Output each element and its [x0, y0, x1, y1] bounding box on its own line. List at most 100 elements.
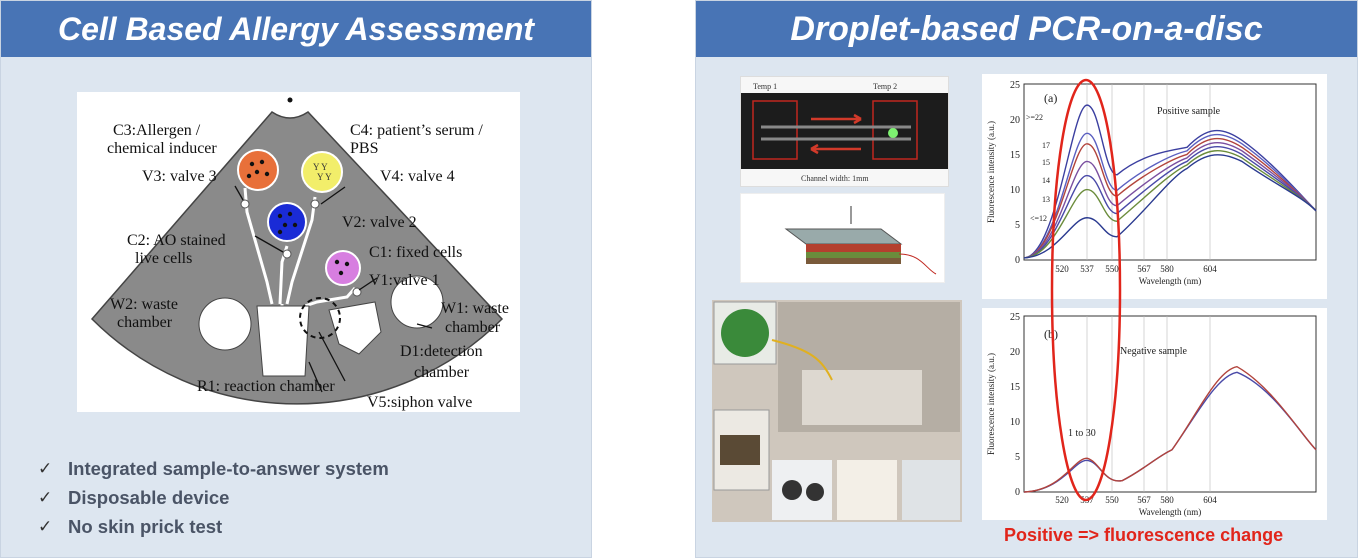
tick-label: 580 [1160, 495, 1174, 505]
reaction-chamber [256, 305, 310, 377]
pcr-slide-title: Droplet-based PCR-on-a-disc [696, 1, 1357, 57]
label-w1: W1: waste [441, 300, 509, 317]
tick-label: 5 [1015, 220, 1020, 231]
pcr-system-photo [712, 300, 962, 522]
cell-dots [246, 159, 350, 276]
y-axis-label: Fluorescence intensity (a.u.) [986, 121, 996, 223]
list-item: ✓ No skin prick test [38, 512, 389, 541]
label-w2: W2: waste [110, 296, 178, 313]
check-icon: ✓ [38, 516, 53, 536]
feature-list: ✓ Integrated sample-to-answer system ✓ Dis… [38, 454, 389, 541]
tick-label: 0 [1015, 255, 1020, 266]
pointer-lines [234, 185, 433, 393]
tick-label: 20 [1010, 115, 1020, 126]
label-v4: V4: valve 4 [380, 168, 455, 185]
label-w1-line2: chamber [445, 319, 501, 336]
label-c4: C4: patient’s serum / [350, 122, 483, 139]
microchannel-photo: Temp 1 Temp 2 Channel width: 1mm [740, 76, 949, 187]
panel-letter: (b) [1044, 327, 1058, 341]
spectrum-curves [1023, 104, 1317, 259]
detection-chamber [328, 301, 382, 355]
fixed-cells-chamber [325, 250, 361, 286]
tick-label: 580 [1160, 264, 1174, 274]
label-d1: D1:detection [400, 343, 483, 360]
tick-label: 15 [1010, 382, 1020, 393]
label-r1: R1: reaction chamber [197, 378, 335, 395]
x-axis-label: Wavelength (nm) [1139, 507, 1202, 517]
negative-sample-plot: 0 5 10 15 20 25 520 537 550 567 580 604 … [982, 308, 1327, 520]
ao-cells-chamber [267, 202, 307, 242]
conclusion-text: Positive => fluorescence change [1004, 525, 1284, 545]
disc-center-mark [287, 97, 293, 103]
plot-a-chart: 0 5 10 15 20 25 520 537 550 567 580 604 … [986, 80, 1317, 286]
list-item: ✓ Disposable device [38, 483, 389, 512]
check-icon: ✓ [38, 487, 53, 507]
svg-text:Y Y: Y Y [317, 172, 332, 182]
tick-label: 25 [1010, 312, 1020, 323]
cycle-range-label: 1 to 30 [1068, 428, 1096, 439]
tick-label: 604 [1203, 264, 1217, 274]
layer-schematic [740, 193, 945, 283]
panel-letter: (a) [1044, 91, 1057, 105]
x-axis-label: Wavelength (nm) [1139, 276, 1202, 286]
cycle-label: 13 [1042, 195, 1050, 204]
tick-label: 20 [1010, 347, 1020, 358]
temp1-label: Temp 1 [753, 82, 777, 91]
plot-annotation: Negative sample [1120, 346, 1187, 357]
tick-label: 10 [1010, 185, 1020, 196]
system-drawing [712, 300, 962, 522]
plot-b-chart: 0 5 10 15 20 25 520 537 550 567 580 604 … [986, 312, 1317, 517]
microchannel-drawing: Temp 1 Temp 2 Channel width: 1mm [741, 82, 948, 183]
label-v2: V2: valve 2 [342, 214, 417, 231]
temp2-label: Temp 2 [873, 82, 897, 91]
label-d1-line2: chamber [414, 364, 470, 381]
tick-label: 537 [1080, 495, 1094, 505]
channel-width-caption: Channel width: 1mm [801, 174, 869, 183]
allergy-slide-title: Cell Based Allergy Assessment [1, 1, 591, 57]
label-v3: V3: valve 3 [142, 168, 217, 185]
label-c1: C1: fixed cells [369, 244, 463, 261]
waste-chamber-right [390, 275, 444, 329]
svg-text:Y Y: Y Y [313, 162, 328, 172]
plot-annotation: Positive sample [1157, 106, 1221, 117]
tick-label: 520 [1055, 264, 1069, 274]
tick-label: 537 [1080, 264, 1094, 274]
serum-chamber [301, 151, 343, 193]
label-w2-line2: chamber [117, 314, 173, 331]
tick-label: 0 [1015, 487, 1020, 498]
label-v1: V1:valve 1 [369, 272, 440, 289]
spectrum-line [1023, 145, 1317, 259]
tick-label: 567 [1137, 264, 1151, 274]
cycle-label: >=22 [1026, 113, 1043, 122]
label-v5: V5:siphon valve [367, 394, 473, 411]
cycle-label: <=12 [1030, 214, 1047, 223]
tick-label: 5 [1015, 452, 1020, 463]
allergen-chamber [237, 149, 279, 191]
bullet-text: Disposable device [68, 486, 230, 508]
list-item: ✓ Integrated sample-to-answer system [38, 454, 389, 483]
siphon-valve-highlight [299, 297, 341, 339]
tick-label: 567 [1137, 495, 1151, 505]
serum-glyphs: Y YY Y [313, 162, 332, 182]
tick-label: 10 [1010, 417, 1020, 428]
label-c2: C2: AO stained [127, 232, 226, 249]
y-axis-label: Fluorescence intensity (a.u.) [986, 353, 996, 455]
waste-chamber-left [198, 297, 252, 351]
label-c4-line2: PBS [350, 140, 379, 157]
layer-drawing [784, 206, 937, 275]
label-c2-line2: live cells [135, 250, 193, 267]
check-icon: ✓ [38, 458, 53, 478]
cycle-label: 17 [1042, 141, 1050, 150]
label-c3-line2: chemical inducer [107, 140, 217, 157]
positive-sample-plot: 0 5 10 15 20 25 520 537 550 567 580 604 … [982, 74, 1327, 299]
tick-label: 550 [1105, 495, 1119, 505]
disc-drawing: Y YY Y [90, 97, 504, 405]
bullet-text: Integrated sample-to-answer system [68, 457, 389, 479]
tick-label: 604 [1203, 495, 1217, 505]
tick-label: 520 [1055, 495, 1069, 505]
cycle-label: 15 [1042, 158, 1050, 167]
label-c3: C3:Allergen / [113, 122, 201, 139]
bullet-text: No skin prick test [68, 515, 223, 537]
disc-sector [90, 111, 504, 405]
